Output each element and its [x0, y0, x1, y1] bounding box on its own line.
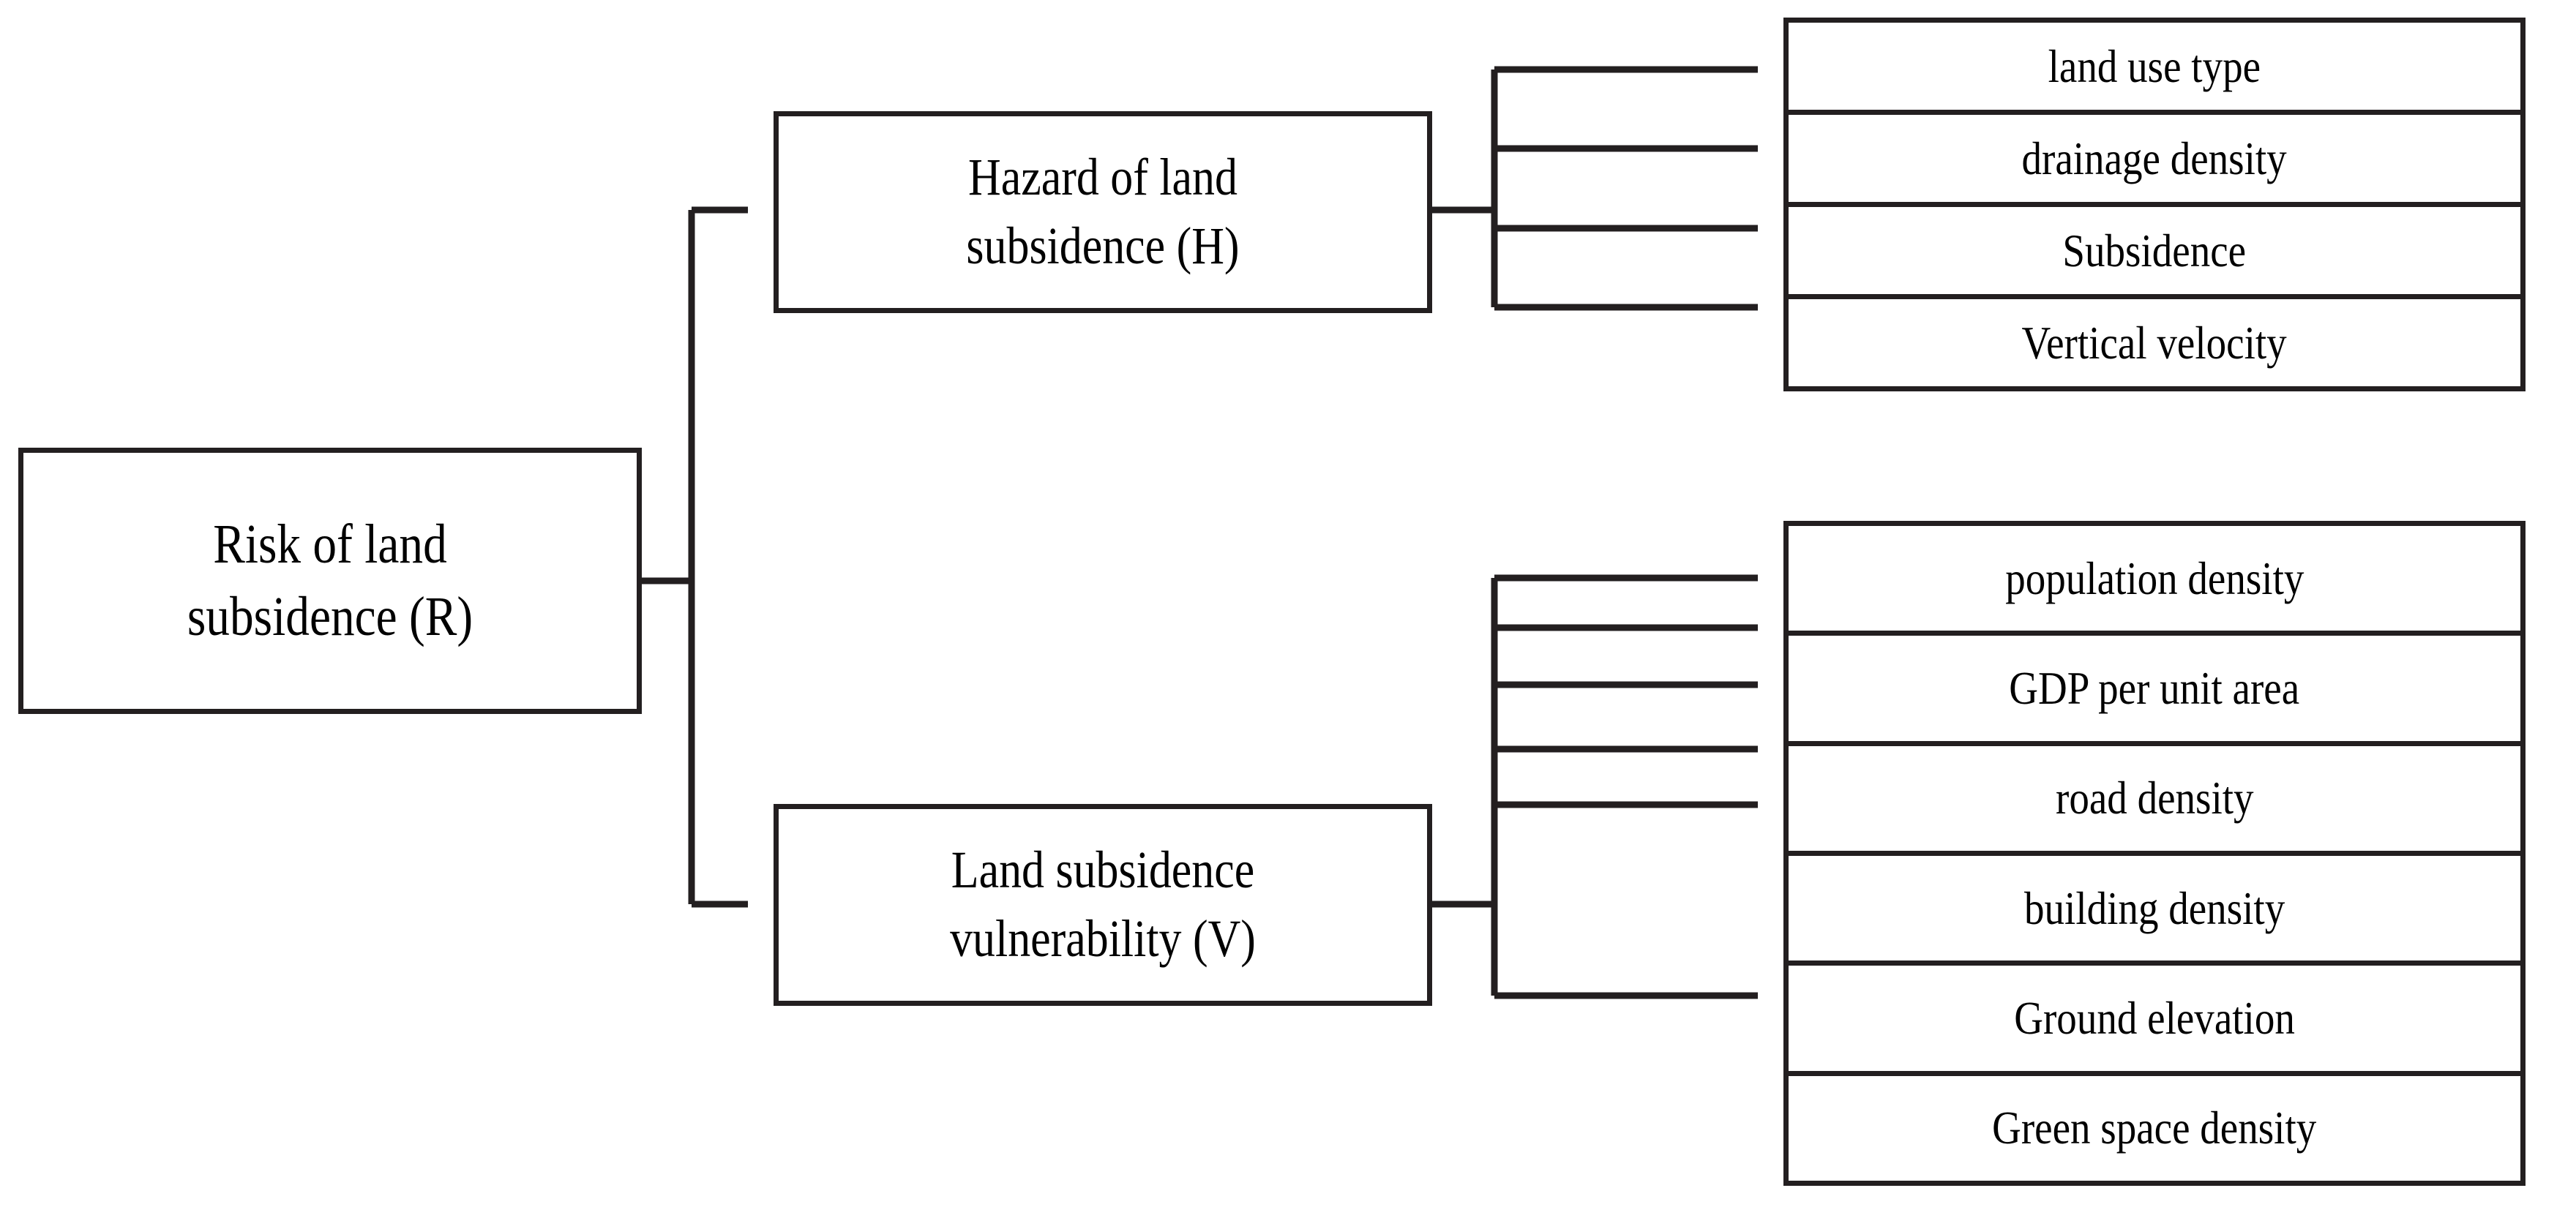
leaf-group-vulnerability: population density GDP per unit area roa…	[1783, 521, 2526, 1186]
node-hazard-label: Hazard of land subsidence (H)	[966, 148, 1240, 275]
leaf-building-density-label: building density	[2023, 881, 2285, 934]
node-risk-of-land-subsidence[interactable]: Risk of land subsidence (R)	[18, 448, 642, 714]
leaf-drainage-density[interactable]: drainage density	[1789, 115, 2520, 207]
leaf-building-density[interactable]: building density	[1789, 856, 2520, 966]
leaf-vertical-velocity[interactable]: Vertical velocity	[1789, 299, 2520, 386]
leaf-population-density[interactable]: population density	[1789, 526, 2520, 636]
leaf-green-space-density[interactable]: Green space density	[1789, 1076, 2520, 1181]
leaf-group-hazard: land use type drainage density Subsidenc…	[1783, 18, 2526, 391]
leaf-subsidence-label: Subsidence	[2062, 224, 2247, 277]
leaf-subsidence[interactable]: Subsidence	[1789, 207, 2520, 299]
node-hazard-of-land-subsidence[interactable]: Hazard of land subsidence (H)	[774, 111, 1432, 313]
leaf-gdp-per-unit-area[interactable]: GDP per unit area	[1789, 636, 2520, 746]
node-land-subsidence-vulnerability[interactable]: Land subsidence vulnerability (V)	[774, 804, 1432, 1006]
leaf-drainage-density-label: drainage density	[2021, 132, 2288, 184]
leaf-green-space-density-label: Green space density	[1992, 1102, 2317, 1154]
leaf-ground-elevation[interactable]: Ground elevation	[1789, 966, 2520, 1076]
leaf-vertical-velocity-label: Vertical velocity	[2021, 316, 2288, 369]
leaf-population-density-label: population density	[2004, 552, 2304, 604]
node-vulnerability-label: Land subsidence vulnerability (V)	[950, 841, 1256, 968]
leaf-road-density[interactable]: road density	[1789, 746, 2520, 856]
leaf-land-use-type[interactable]: land use type	[1789, 23, 2520, 115]
leaf-ground-elevation-label: Ground elevation	[2014, 991, 2295, 1044]
leaf-road-density-label: road density	[2055, 772, 2254, 824]
leaf-gdp-per-unit-area-label: GDP per unit area	[2009, 661, 2300, 714]
node-risk-label: Risk of land subsidence (R)	[187, 514, 473, 647]
leaf-land-use-type-label: land use type	[2048, 40, 2261, 92]
